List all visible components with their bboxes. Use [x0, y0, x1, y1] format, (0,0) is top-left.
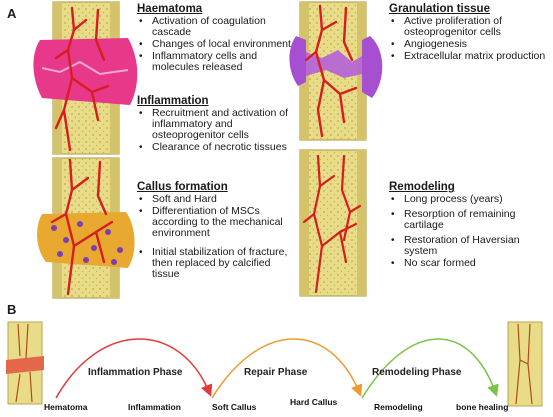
- healing-timeline: [6, 321, 543, 407]
- list-item: Long process (years): [389, 194, 549, 206]
- list-item: Inflammatory cells and molecules release…: [137, 51, 292, 73]
- bone-haematoma: [33, 1, 138, 155]
- list-item: Active proliferation of osteoprogenitor …: [389, 16, 549, 38]
- bone-remodeling: [299, 149, 367, 297]
- list-item: No scar formed: [389, 258, 549, 270]
- callus-block: Callus formation Soft and Hard Different…: [137, 181, 292, 281]
- bone-illustrations: [33, 1, 383, 299]
- granulation-list: Active proliferation of osteoprogenitor …: [389, 16, 549, 63]
- haematoma-list: Activation of coagulation cascade Change…: [137, 16, 292, 73]
- remodeling-list: Long process (years) Resorption of remai…: [389, 194, 549, 270]
- inflammation-list: Recruitment and activation of inflammato…: [137, 108, 292, 154]
- inflammation-phase-label: Inflammation Phase: [88, 367, 183, 378]
- haematoma-title: Haematoma: [137, 3, 203, 15]
- callus-title: Callus formation: [137, 181, 228, 193]
- haematoma-block: Haematoma Activation of coagulation casc…: [137, 3, 292, 74]
- remodeling-title: Remodeling: [389, 181, 455, 193]
- bone-granulation: [289, 1, 383, 141]
- panel-b-label: B: [7, 302, 17, 317]
- list-item: Initial stabilization of fracture, then …: [137, 247, 292, 280]
- stage-hard-callus: Hard Callus: [290, 397, 338, 407]
- remodeling-block: Remodeling Long process (years) Resorpti…: [389, 181, 549, 270]
- inflammation-title: Inflammation: [137, 95, 209, 107]
- stage-soft-callus: Soft Callus: [212, 402, 257, 412]
- inflammation-arc: [55, 338, 213, 399]
- stage-inflammation: Inflammation: [128, 402, 181, 412]
- remodeling-arc: [361, 338, 499, 399]
- callus-list: Soft and Hard Differentiation of MSCs ac…: [137, 194, 292, 280]
- stage-hematoma: Hematoma: [44, 402, 88, 412]
- granulation-title: Granulation tissue: [389, 3, 490, 15]
- list-item: Activation of coagulation cascade: [137, 16, 292, 38]
- granulation-block: Granulation tissue Active proliferation …: [389, 3, 549, 63]
- stage-remodeling: Remodeling: [374, 402, 423, 412]
- remodeling-phase-label: Remodeling Phase: [372, 367, 462, 378]
- healed-bone-icon: [507, 321, 543, 407]
- inflammation-block: Inflammation Recruitment and activation …: [137, 95, 292, 154]
- bone-callus: [37, 157, 135, 299]
- list-item: Extracellular matrix production: [389, 51, 549, 63]
- vessels: [54, 6, 110, 152]
- list-item: Angiogenesis: [389, 39, 549, 51]
- fractured-bone-icon: [6, 321, 44, 405]
- list-item: Changes of local environment: [137, 39, 292, 51]
- stage-bone-healing: bone healing: [456, 402, 509, 412]
- repair-phase-label: Repair Phase: [244, 367, 308, 378]
- list-item: Recruitment and activation of inflammato…: [137, 108, 292, 141]
- repair-arc: [211, 338, 363, 399]
- panel-a-label: A: [7, 6, 17, 21]
- list-item: Differentiation of MSCs according to the…: [137, 206, 292, 239]
- list-item: Soft and Hard: [137, 194, 292, 206]
- list-item: Restoration of Haversian system: [389, 235, 549, 257]
- list-item: Resorption of remaining cartilage: [389, 209, 549, 231]
- list-item: Clearance of necrotic tissues: [137, 142, 292, 154]
